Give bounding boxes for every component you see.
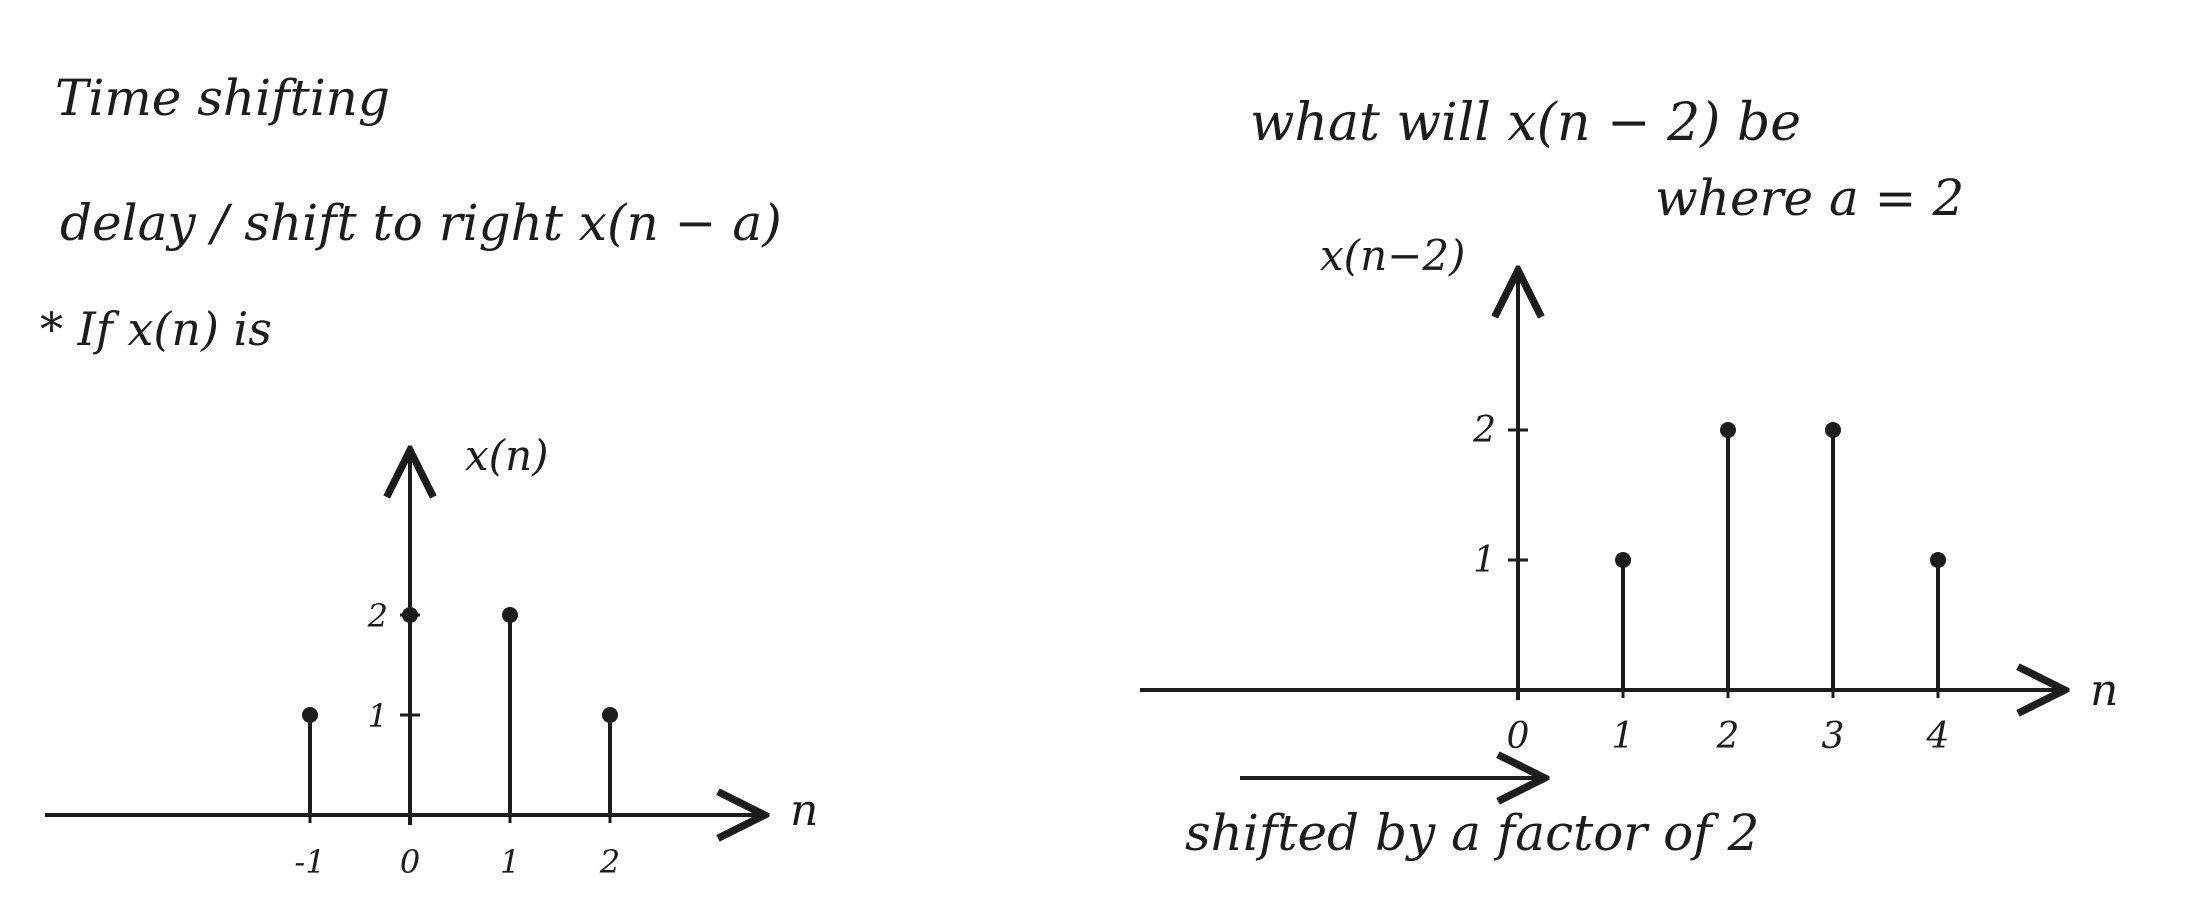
- x-tick-label: 0: [1507, 716, 1530, 757]
- x-tick-label: 1: [500, 843, 520, 881]
- y-tick-label: 2: [367, 597, 388, 635]
- x-tick-label: -1: [294, 843, 325, 881]
- where-note: where a = 2: [1655, 169, 1964, 227]
- x-tick-label: 2: [599, 843, 620, 881]
- stem-point: [502, 607, 518, 623]
- question-note: what will x(n − 2) be: [1250, 93, 1801, 153]
- if-note: * If x(n) is: [40, 302, 272, 356]
- x-tick-label: 0: [400, 843, 420, 881]
- stem-point: [302, 707, 318, 723]
- y-axis-label: x(n−2): [1320, 231, 1465, 280]
- y-tick-label: 1: [1473, 540, 1496, 581]
- stem-point: [1930, 552, 1946, 568]
- stem-point: [1615, 552, 1631, 568]
- y-tick-label: 2: [1472, 410, 1496, 451]
- x-axis-label: n: [790, 785, 818, 836]
- x-axis-label: n: [2090, 665, 2118, 716]
- stem-point: [1720, 422, 1736, 438]
- x-tick-label: 3: [1822, 716, 1845, 757]
- x-tick-label: 2: [1716, 716, 1740, 757]
- x-tick-label: 4: [1926, 716, 1950, 757]
- original-signal-chart: n x(n) -1 0 1 2 1 2: [45, 431, 818, 881]
- shifted-signal-chart: n x(n−2) 0 1 2 3 4 1 2: [1140, 231, 2118, 757]
- y-axis-label: x(n): [465, 431, 549, 480]
- definition-note: delay / shift to right x(n − a): [60, 194, 782, 252]
- stem-point: [402, 607, 418, 623]
- y-tick-label: 1: [368, 697, 388, 735]
- x-tick-label: 1: [1612, 716, 1635, 757]
- stem-point: [1825, 422, 1841, 438]
- shifted-note: shifted by a factor of 2: [1185, 804, 1759, 862]
- title-note: Time shifting: [55, 69, 390, 127]
- stem-point: [602, 707, 618, 723]
